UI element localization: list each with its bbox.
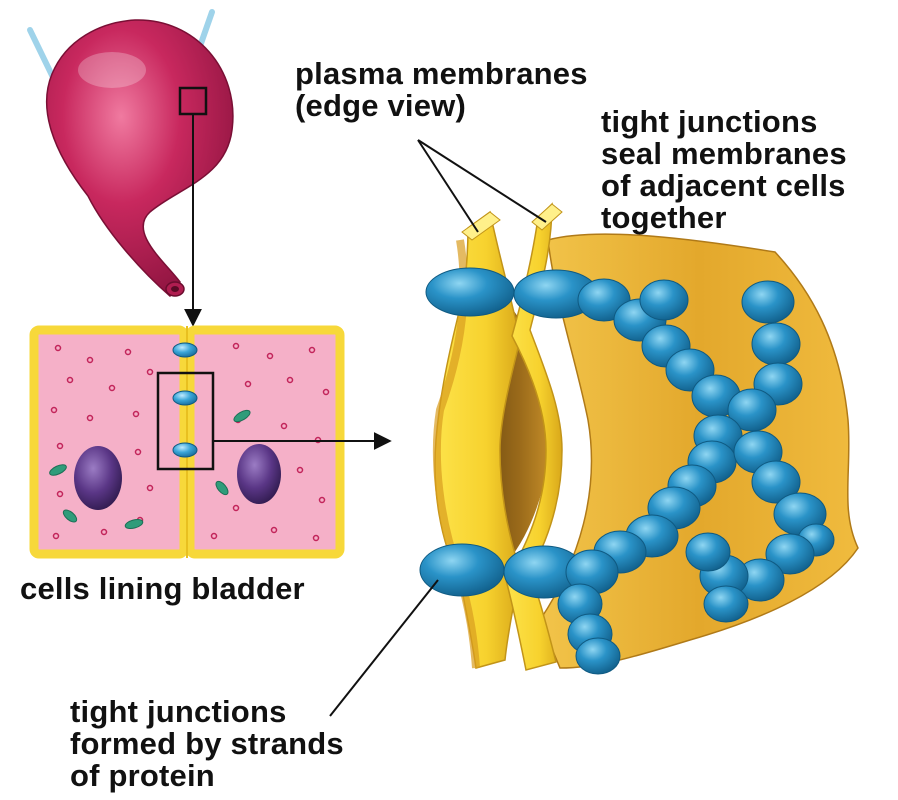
nucleus-right	[237, 444, 281, 504]
strands-line-1: tight junctions	[70, 696, 344, 728]
tight-seal-line-3: of adjacent cells	[601, 170, 847, 202]
nucleus-left	[74, 446, 122, 510]
strands-line-2: formed by strands	[70, 728, 344, 760]
tight-seal-line-1: tight junctions	[601, 106, 847, 138]
cells-lining-bladder-text: cells lining bladder	[20, 573, 305, 605]
plasma-membranes-line-2: (edge view)	[295, 90, 588, 122]
tight-seal-line-2: seal membranes	[601, 138, 847, 170]
tight-seal-line-4: together	[601, 202, 847, 234]
cells-illustration	[34, 326, 390, 558]
strands-line-3: of protein	[70, 760, 344, 792]
tight-junctions-seal-label: tight junctions seal membranes of adjace…	[601, 106, 847, 234]
plasma-membranes-line-1: plasma membranes	[295, 58, 588, 90]
left-cell	[34, 330, 184, 554]
bladder-illustration	[30, 12, 233, 325]
tight-junctions-strands-label: tight junctions formed by strands of pro…	[70, 696, 344, 792]
plasma-membranes-label: plasma membranes (edge view)	[295, 58, 588, 122]
cells-lining-bladder-label: cells lining bladder	[20, 573, 305, 605]
